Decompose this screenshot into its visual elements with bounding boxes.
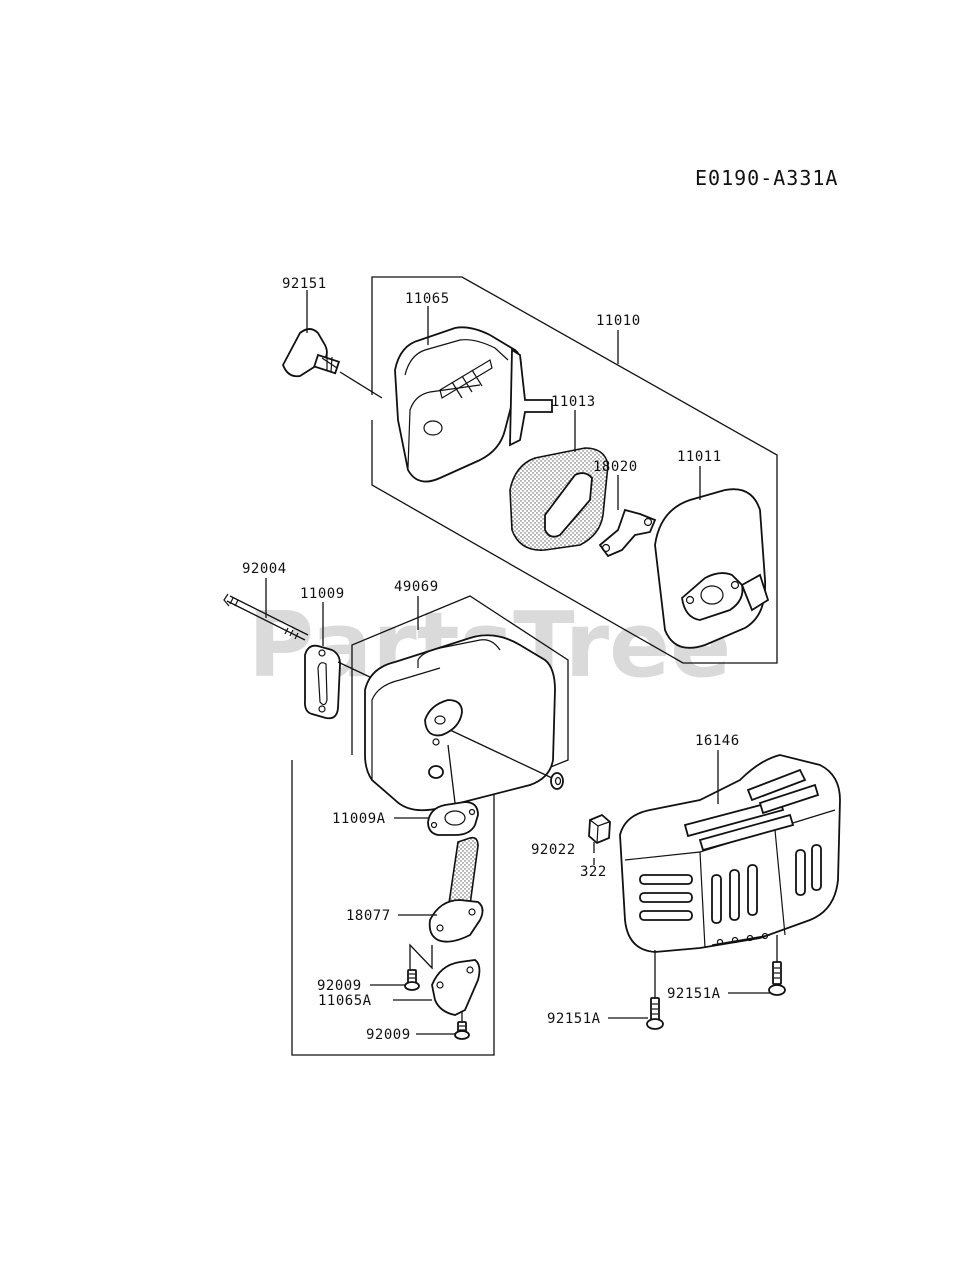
plate-11065A bbox=[431, 959, 481, 1016]
air-cleaner-base-11011 bbox=[654, 488, 770, 649]
screw-92151A-left bbox=[646, 997, 664, 1030]
deflector-18077 bbox=[428, 836, 484, 943]
label-322: 322 bbox=[580, 864, 607, 880]
diagram-code: E0190-A331A bbox=[695, 166, 838, 190]
label-92009-bottom: 92009 bbox=[366, 1027, 411, 1043]
label-11010: 11010 bbox=[596, 313, 641, 329]
stud-bolt-92004 bbox=[223, 593, 309, 641]
label-92004: 92004 bbox=[242, 561, 287, 577]
label-92151A-left: 92151A bbox=[547, 1011, 601, 1027]
filter-element-11013 bbox=[509, 447, 609, 551]
screw-92009-top bbox=[404, 969, 420, 991]
label-92151: 92151 bbox=[282, 276, 327, 292]
leader-gasket-to-muffler bbox=[337, 661, 373, 679]
label-92009-top: 92009 bbox=[317, 978, 362, 994]
leader-zigzag bbox=[409, 943, 433, 970]
label-11065: 11065 bbox=[405, 291, 450, 307]
air-cleaner-group-outline bbox=[371, 276, 778, 664]
screw-92151A-right bbox=[768, 961, 786, 996]
gasket-11009 bbox=[303, 644, 341, 720]
bracket-18020 bbox=[598, 508, 657, 558]
label-11065A: 11065A bbox=[318, 993, 372, 1009]
label-16146: 16146 bbox=[695, 733, 740, 749]
wing-bolt-92151 bbox=[282, 328, 341, 378]
muffler-group-outline bbox=[291, 595, 569, 1056]
air-cleaner-cover-11065 bbox=[394, 326, 553, 483]
label-11011: 11011 bbox=[677, 449, 722, 465]
muffler-cover-16146 bbox=[619, 754, 841, 953]
washer-322 bbox=[550, 772, 564, 790]
label-11009: 11009 bbox=[300, 586, 345, 602]
gasket-11009A bbox=[427, 801, 479, 836]
label-18020: 18020 bbox=[593, 459, 638, 475]
label-92022: 92022 bbox=[531, 842, 576, 858]
leader-muffler-to-gasket bbox=[447, 744, 456, 804]
leader-bolt-to-cover bbox=[339, 371, 383, 399]
label-11013: 11013 bbox=[551, 394, 596, 410]
screw-92009-bottom bbox=[454, 1021, 470, 1040]
leader-muffler-to-nut bbox=[449, 729, 553, 779]
label-11009A: 11009A bbox=[332, 811, 386, 827]
label-92151A-right: 92151A bbox=[667, 986, 721, 1002]
muffler-49069 bbox=[364, 634, 556, 812]
nut-92022 bbox=[588, 813, 611, 845]
label-49069: 49069 bbox=[394, 579, 439, 595]
label-18077: 18077 bbox=[346, 908, 391, 924]
